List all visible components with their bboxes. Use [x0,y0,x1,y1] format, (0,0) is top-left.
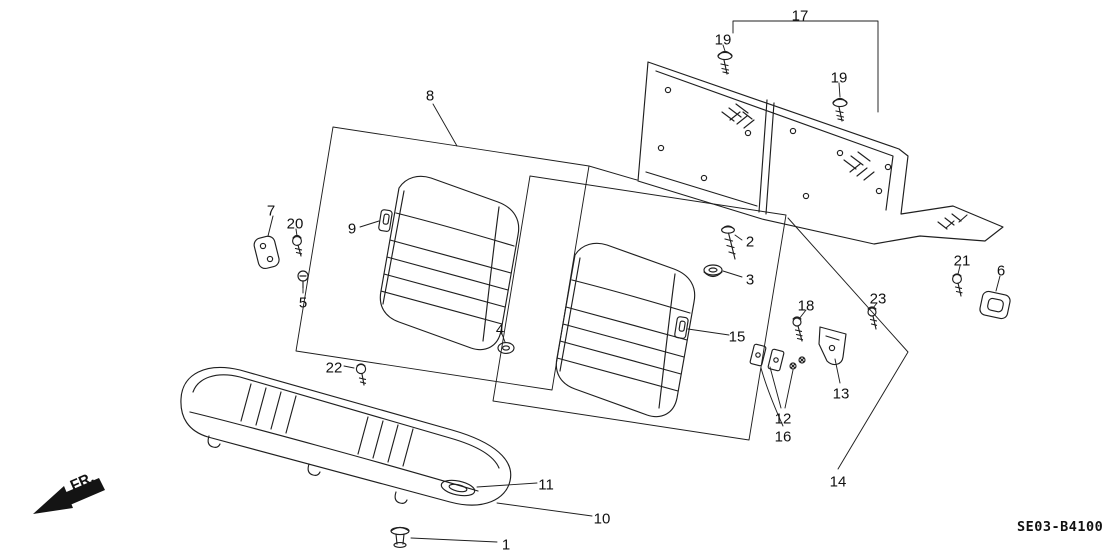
part-6-striker-plate [979,290,1011,320]
callout-11: 11 [538,476,554,494]
panel-hatch-patch-flange [937,213,968,230]
seatback-latch-15 [674,316,689,339]
seatback-right [555,242,696,418]
callout-2: 2 [745,233,755,251]
callout-17: 17 [791,7,809,25]
drawing-code: SE03-B4100 [1017,519,1103,535]
rear-shelf-panel [637,61,1004,245]
seatback-latch-9 [378,209,393,232]
callout-23: 23 [869,290,887,308]
callout-19-left: 19 [714,31,732,49]
callout-12: 12 [774,410,792,428]
panel-hatch-patch-right [843,151,875,181]
callout-21: 21 [953,252,971,270]
fr-arrow-shaft [64,478,105,505]
part-20-bolt [292,234,303,257]
callout-15: 15 [728,328,746,346]
part-18-screw [792,316,804,342]
part-12-16-lock-brackets [749,343,806,372]
part-3-grommet [703,264,723,278]
callout-5: 5 [298,294,308,312]
fr-direction-arrow: FR. [33,469,105,514]
part-4-grommet [497,342,515,354]
callout-10: 10 [593,510,611,528]
cushion-hook [394,491,408,504]
callout-1: 1 [501,536,511,553]
cushion-hook [307,463,321,476]
cushion-hook [207,435,221,448]
part-23-screw [867,306,878,330]
shelf-screw-19-left [717,50,733,75]
seatback-right-reference-box [492,175,787,441]
part-2-screw [721,225,736,260]
callout-22: 22 [325,359,343,377]
callout-14: 14 [829,473,847,491]
part-21-screw [952,273,963,297]
seat-cushion [180,366,512,506]
panel-hatch-patch-left [721,103,755,129]
fr-arrow-head [33,486,73,514]
callout-9: 9 [347,220,357,238]
callout-20: 20 [286,215,304,233]
cushion-end-trim [440,479,476,497]
seatback-left [378,175,520,351]
callout-13: 13 [832,385,850,403]
shelf-screw-19-right [832,97,848,122]
seatback-left-reference-box [295,126,638,391]
callout-4: 4 [495,321,505,339]
callout-8: 8 [425,87,435,105]
callout-19-right: 19 [830,69,848,87]
callout-7: 7 [266,202,276,220]
callout-18: 18 [797,297,815,315]
part-7-plate [253,235,280,270]
part-13-bracket [818,326,847,366]
part-22-bolt [355,363,367,386]
callout-leader-lines [267,20,1001,543]
callout-3: 3 [745,271,755,289]
callout-6: 6 [996,262,1006,280]
part-1-clip [390,526,410,548]
callout-16: 16 [774,428,792,446]
